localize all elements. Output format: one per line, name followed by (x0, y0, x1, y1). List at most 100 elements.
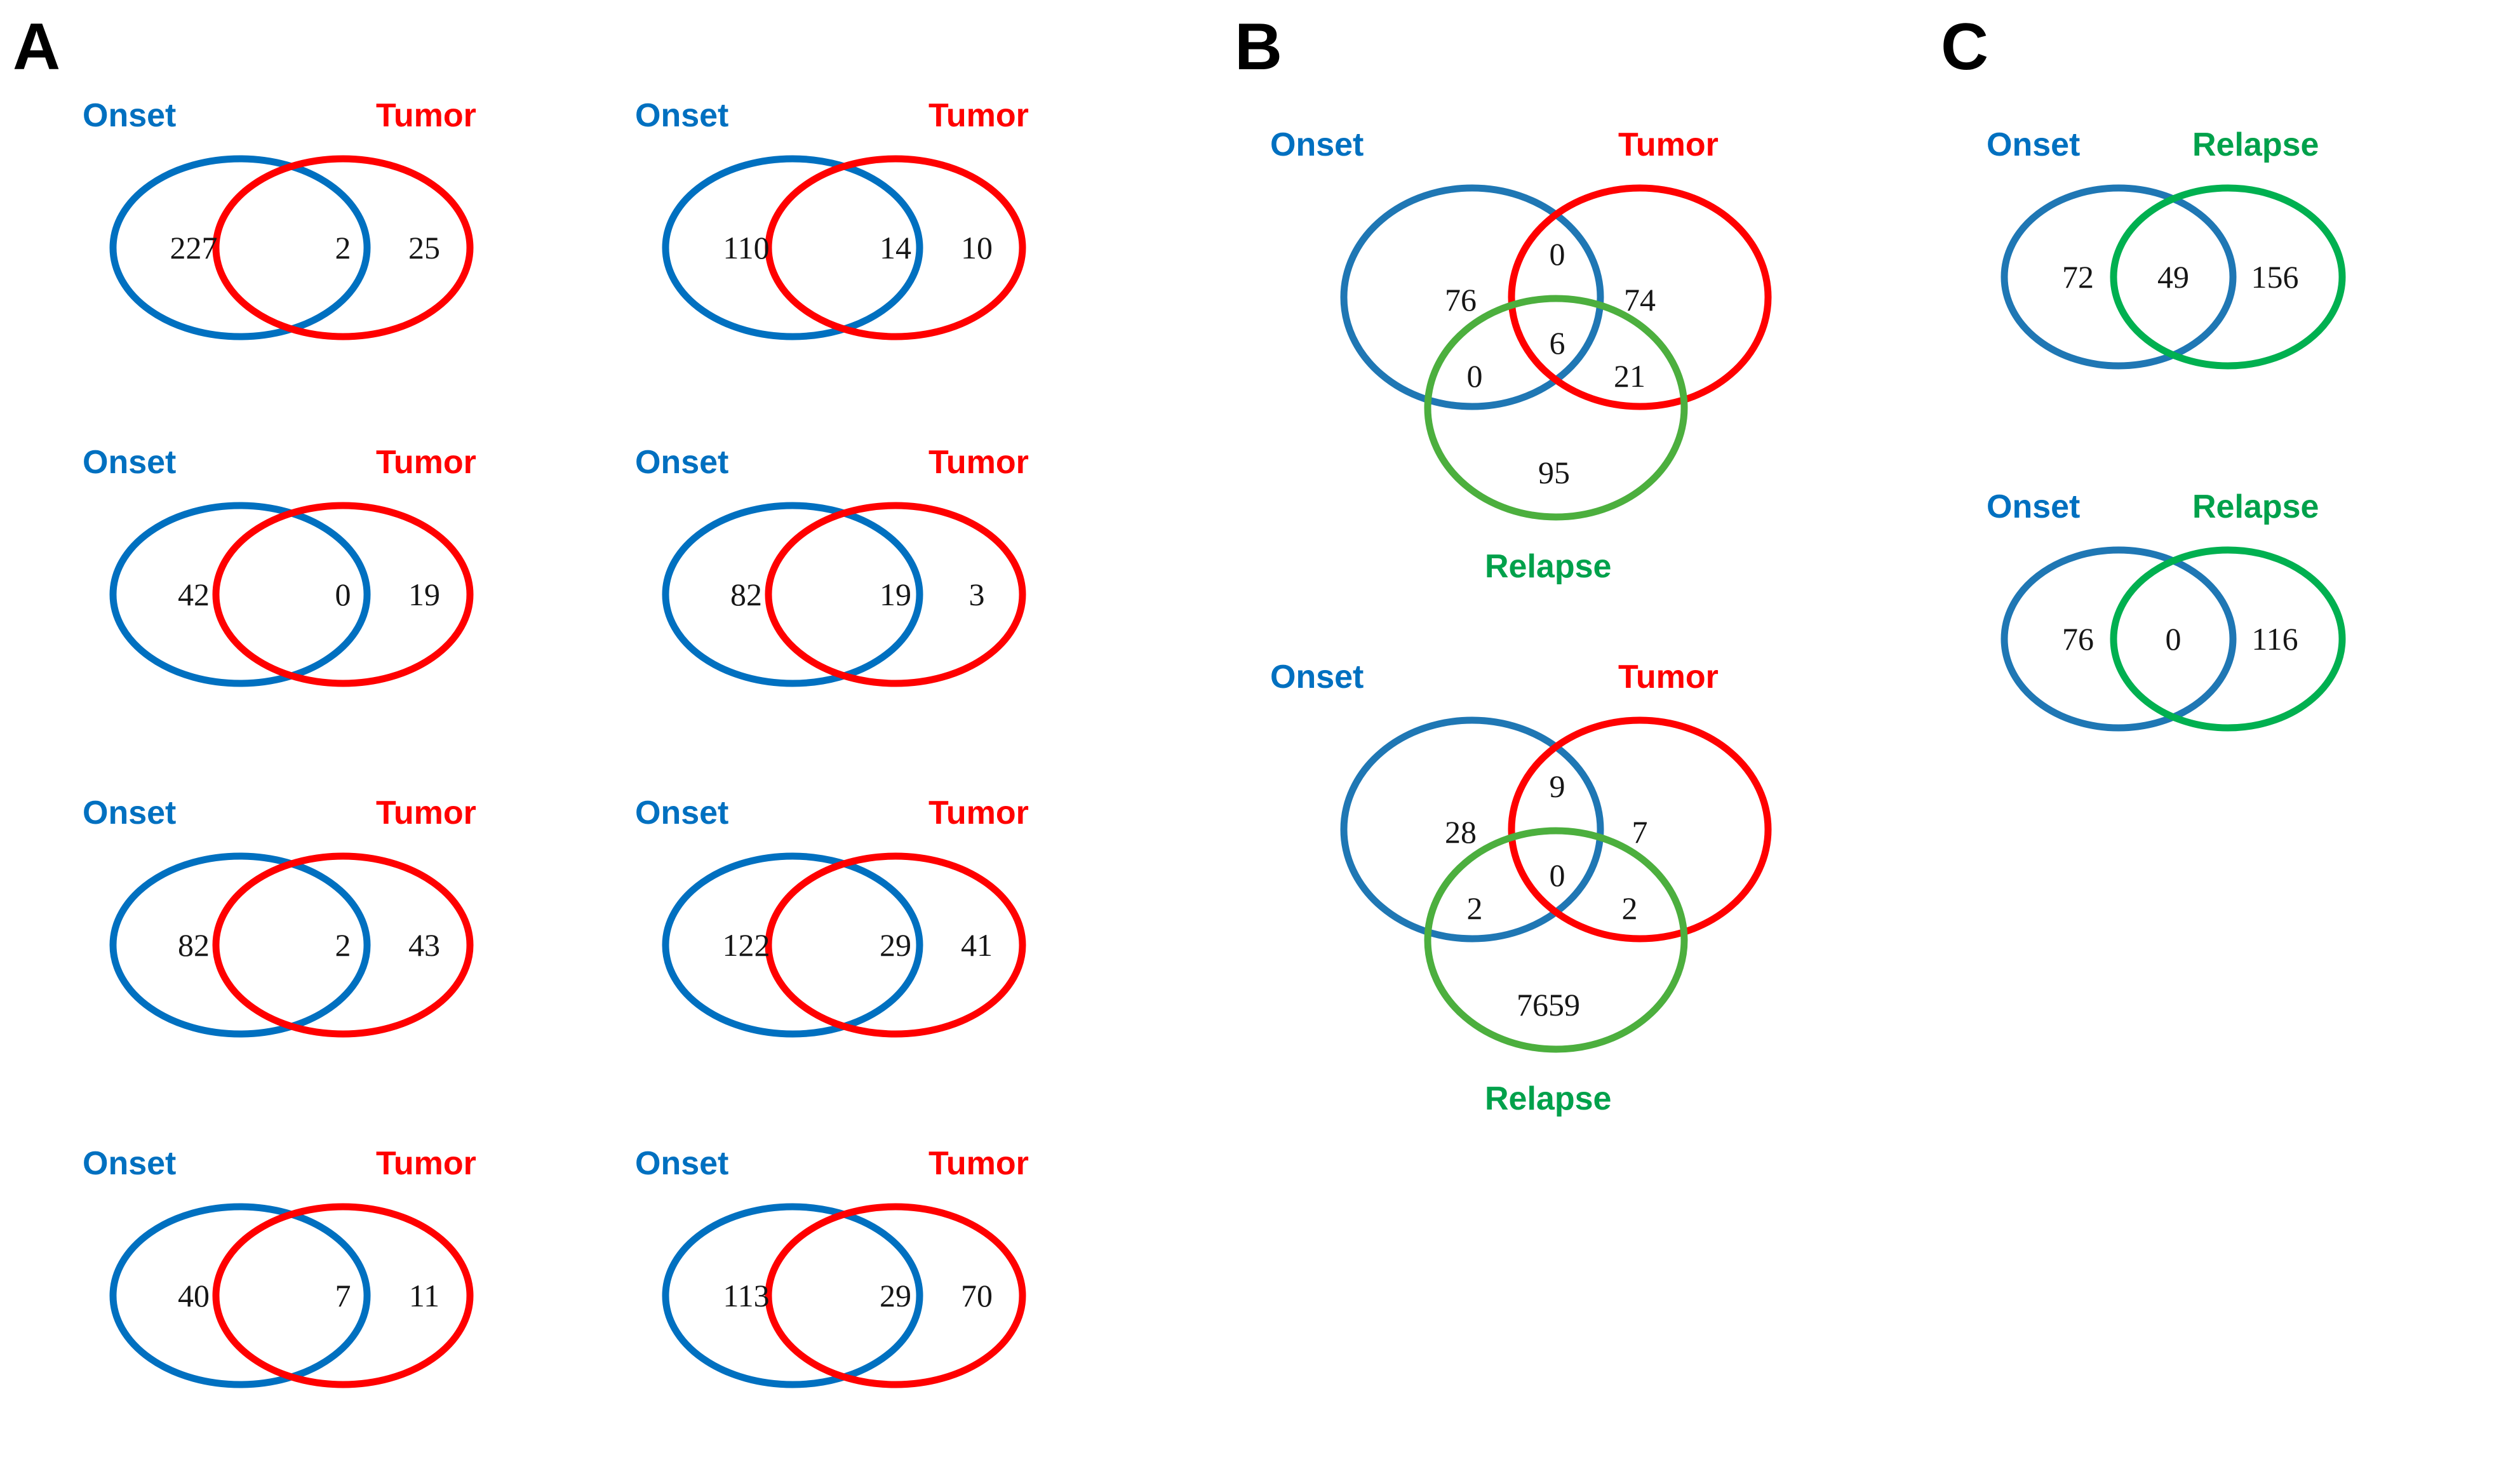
count-intersection: 2 (335, 230, 351, 265)
set-label-onset: Onset (1987, 488, 2081, 525)
set-label-onset: Onset (1270, 126, 1364, 163)
set-label-onset: Onset (83, 97, 177, 134)
count-intersection: 29 (880, 1278, 911, 1313)
set-label-tumor: Tumor (376, 1145, 476, 1182)
count-tumor-only: 10 (961, 230, 993, 265)
set-label-tumor: Tumor (928, 444, 1029, 481)
set-label-onset: Onset (635, 1145, 729, 1182)
count-onset-tumor: 0 (1549, 236, 1565, 272)
circle-tumor (212, 502, 474, 687)
count-tumor-only: 70 (961, 1278, 993, 1313)
count-onset-only: 42 (178, 577, 210, 612)
panel-letter-C: C (1941, 10, 1989, 84)
set-label-onset: Onset (83, 1145, 177, 1182)
count-all-three: 6 (1549, 325, 1565, 361)
set-label-onset: Onset (635, 795, 729, 831)
set-label-tumor: Tumor (928, 1145, 1029, 1182)
count-intersection: 14 (880, 230, 911, 265)
count-tumor-relapse: 21 (1614, 358, 1645, 394)
count-intersection: 49 (2157, 259, 2189, 295)
set-label-tumor: Tumor (928, 97, 1029, 134)
set-label-relapse: Relapse (2192, 126, 2319, 163)
count-intersection: 7 (335, 1278, 351, 1313)
venn-c-2 (2001, 544, 2369, 734)
panel-letter-A: A (13, 10, 61, 84)
set-label-tumor: Tumor (376, 97, 476, 134)
count-onset-tumor: 9 (1549, 768, 1565, 804)
count-intersection: 19 (880, 577, 911, 612)
count-intersection: 29 (880, 927, 911, 963)
set-label-onset: Onset (83, 795, 177, 831)
circle-tumor (212, 852, 474, 1038)
circle-onset (109, 155, 371, 340)
circle-tumor (765, 852, 1026, 1038)
count-relapse-only: 95 (1538, 455, 1570, 490)
circle-onset (662, 1203, 923, 1388)
set-label-relapse: Relapse (1485, 548, 1612, 585)
set-label-onset: Onset (83, 444, 177, 481)
circle-onset (109, 502, 371, 687)
venn-a-4 (660, 499, 1029, 690)
circle-tumor (1508, 184, 1772, 410)
count-tumor-only: 11 (408, 1278, 440, 1313)
count-onset-only: 72 (2062, 259, 2094, 295)
count-onset-relapse: 0 (1466, 358, 1483, 394)
circle-onset (1340, 716, 1604, 943)
set-label-tumor: Tumor (928, 795, 1029, 831)
circle-onset (1340, 184, 1604, 410)
set-label-onset: Onset (1987, 126, 2081, 163)
venn-a-3 (108, 499, 476, 690)
set-label-relapse: Relapse (2192, 488, 2319, 525)
count-onset-only: 113 (723, 1278, 770, 1313)
circle-tumor (212, 155, 474, 340)
count-relapse-only: 7659 (1517, 987, 1580, 1023)
count-relapse-only: 116 (2251, 621, 2298, 657)
count-intersection: 0 (2165, 621, 2182, 657)
circle-tumor (212, 1203, 474, 1388)
count-onset-only: 110 (723, 230, 770, 265)
circle-tumor (765, 502, 1026, 687)
venn-a-2 (660, 152, 1029, 343)
panel-letter-B: B (1235, 10, 1283, 84)
circle-relapse (2110, 546, 2346, 732)
count-intersection: 0 (335, 577, 351, 612)
set-label-tumor: Tumor (1618, 659, 1719, 695)
venn-a-1 (108, 152, 476, 343)
count-onset-only: 76 (2062, 621, 2094, 657)
circle-onset (662, 502, 923, 687)
count-onset-only: 28 (1445, 814, 1477, 850)
set-label-onset: Onset (1270, 659, 1364, 695)
count-tumor-only: 7 (1632, 814, 1648, 850)
circle-onset (109, 852, 371, 1038)
circle-tumor (1508, 716, 1772, 943)
set-label-tumor: Tumor (376, 795, 476, 831)
count-onset-only: 82 (730, 577, 762, 612)
count-tumor-only: 43 (408, 927, 440, 963)
count-onset-only: 122 (722, 927, 770, 963)
count-tumor-relapse: 2 (1621, 890, 1638, 926)
count-onset-relapse: 2 (1466, 890, 1483, 926)
venn-c-1 (2001, 182, 2369, 372)
circle-onset (662, 852, 923, 1038)
circle-onset (2001, 184, 2237, 370)
count-onset-only: 82 (178, 927, 210, 963)
circle-relapse (2110, 184, 2346, 370)
set-label-tumor: Tumor (376, 444, 476, 481)
circle-tumor (765, 1203, 1026, 1388)
venn-b-2 (1334, 704, 1778, 1059)
count-tumor-only: 19 (408, 577, 440, 612)
set-label-tumor: Tumor (1618, 126, 1719, 163)
count-all-three: 0 (1549, 857, 1565, 893)
count-onset-only: 76 (1445, 282, 1477, 318)
count-onset-only: 40 (178, 1278, 210, 1313)
circle-tumor (765, 155, 1026, 340)
count-onset-only: 227 (170, 230, 218, 265)
circle-onset (662, 155, 923, 340)
circle-relapse (1424, 295, 1688, 521)
count-tumor-only: 25 (408, 230, 440, 265)
venn-a-8 (660, 1200, 1029, 1391)
venn-a-5 (108, 850, 476, 1040)
set-label-onset: Onset (635, 97, 729, 134)
count-intersection: 2 (335, 927, 351, 963)
